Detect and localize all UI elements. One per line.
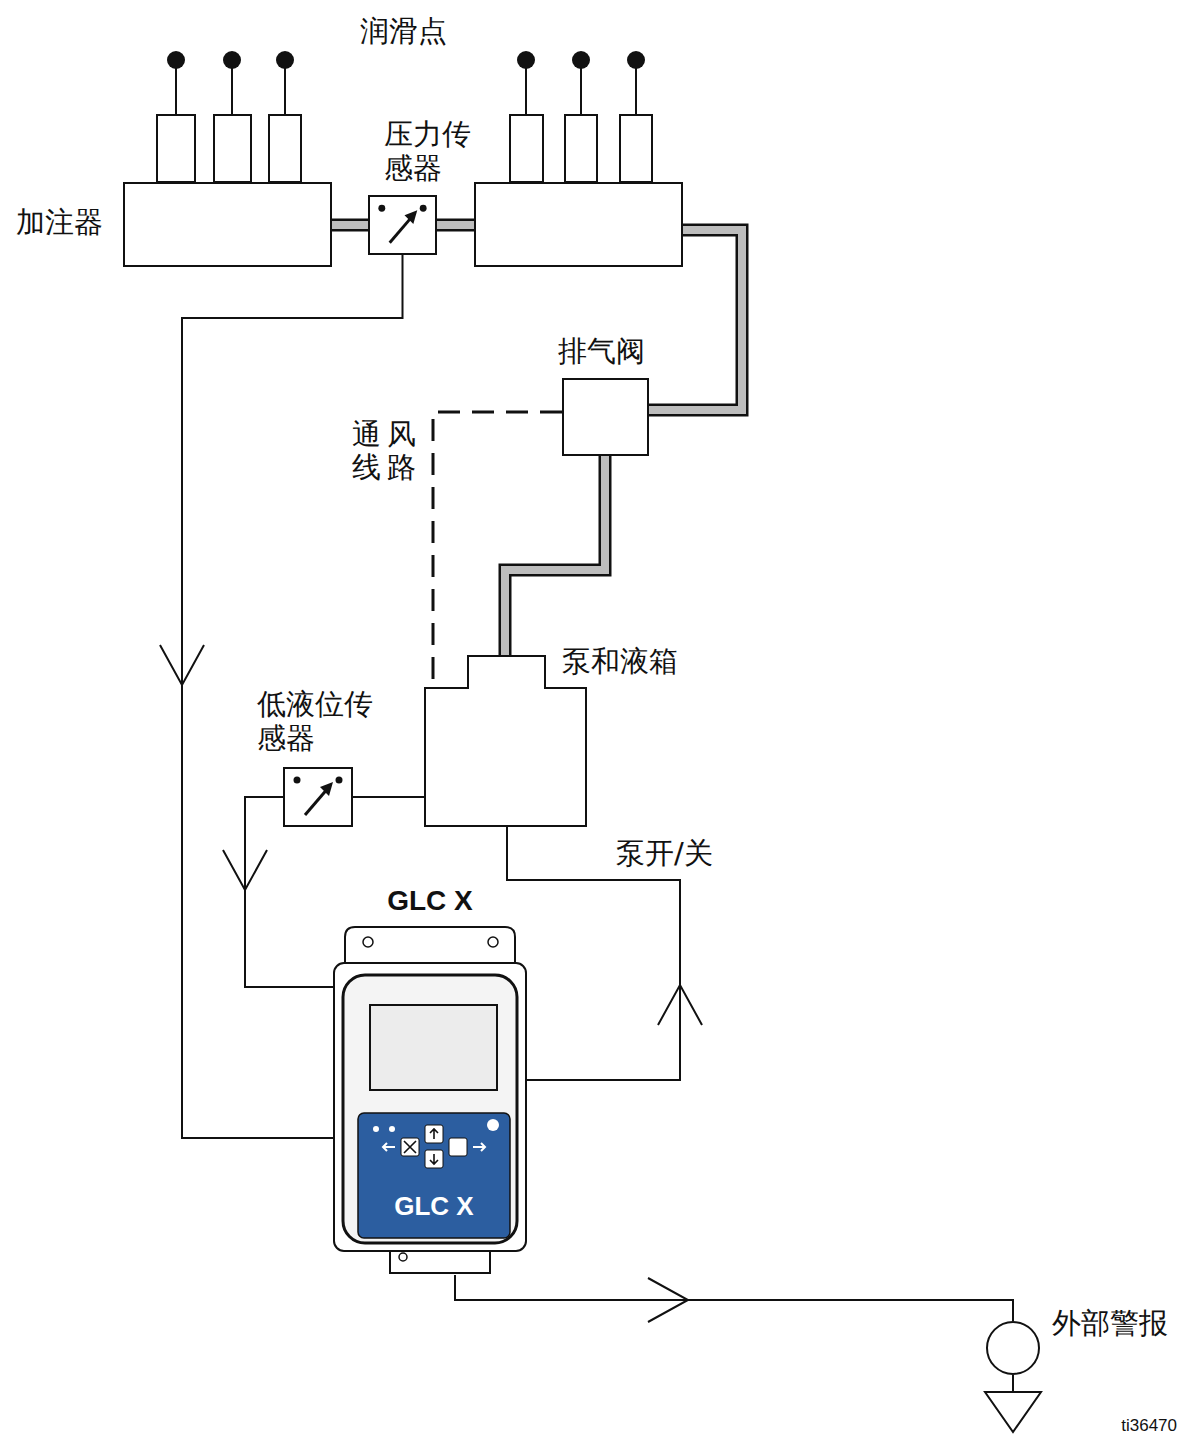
figure-id: ti36470: [1121, 1416, 1177, 1436]
mount-hole: [363, 937, 373, 947]
pipe-connector: [332, 225, 368, 226]
keypad: [358, 1113, 510, 1238]
key-arrows: [404, 1129, 438, 1164]
node-label: 外部警报: [1052, 1307, 1168, 1340]
mount-hole: [488, 937, 498, 947]
node-label: 排气阀: [558, 335, 645, 368]
node-label: 泵和液箱: [562, 645, 678, 678]
dot: [420, 205, 427, 212]
signal-wire: [455, 1275, 1013, 1322]
pump-cap: [467, 655, 546, 689]
lube-point-label: 润滑点: [360, 12, 447, 52]
dot: [294, 777, 301, 784]
bottom-hole: [399, 1253, 407, 1261]
injector-block: 加注器: [123, 182, 332, 267]
arrowhead: [658, 985, 702, 1025]
edge-label: 通风线路: [352, 418, 422, 485]
pipe-connector: [437, 225, 474, 226]
sensor-symbol: [370, 197, 435, 253]
wire: [353, 796, 424, 798]
external-alarm: 外部警报: [986, 1321, 1040, 1375]
dot: [378, 205, 385, 212]
arrow-tip: [320, 782, 333, 796]
pump-reservoir: 泵和液箱: [424, 687, 587, 827]
arrowhead: [223, 850, 267, 890]
connector-tab: [390, 1251, 490, 1273]
vent-valve: 排气阀: [562, 378, 649, 456]
lube-dots: [167, 51, 645, 69]
side-arrows: [383, 1143, 485, 1151]
dashed-line: [433, 412, 562, 687]
pipe-outline: [437, 219, 474, 232]
pressure-sensor: 压力传感器: [368, 195, 437, 255]
logo: [487, 1119, 499, 1131]
glc-x-controller: GLC XGLC X: [333, 925, 527, 1270]
signal-wire: [353, 797, 424, 798]
pipe-outline: [332, 219, 368, 232]
low-level-sensor: 低液位传感器: [283, 767, 353, 827]
node-label: 加注器: [16, 206, 103, 239]
pipe-fill: [437, 221, 474, 229]
vent-line: [433, 412, 562, 687]
node-label: GLC X: [387, 885, 473, 917]
arrowhead: [648, 1278, 688, 1322]
node-label: 低液位传感器: [257, 688, 385, 755]
node-label: 压力传感器: [384, 118, 480, 185]
arrowhead: [160, 645, 204, 685]
device-brand: GLC X: [394, 1191, 473, 1222]
ground-symbol: [985, 1375, 1041, 1432]
front-face: [343, 975, 517, 1243]
wire: [455, 1275, 1013, 1321]
key: [449, 1138, 467, 1156]
edge-label: 泵开/关: [616, 837, 713, 870]
arrow-tip: [404, 210, 417, 224]
injector-block: [474, 182, 683, 267]
pipe-fill: [332, 221, 368, 229]
housing: [334, 963, 526, 1251]
led: [373, 1126, 379, 1132]
screen: [370, 1005, 497, 1090]
dot: [336, 777, 343, 784]
led: [389, 1126, 395, 1132]
sensor-symbol: [285, 769, 351, 825]
